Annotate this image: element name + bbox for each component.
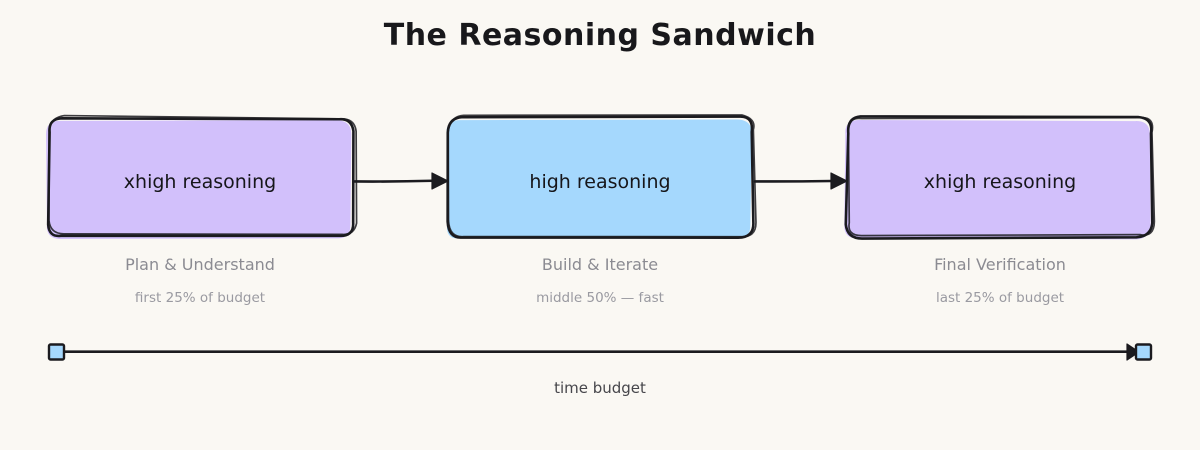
- node-label-plan: xhigh reasoning: [123, 171, 277, 193]
- node-outline-pass2-build: [447, 114, 757, 238]
- node-fill-build: [446, 119, 752, 239]
- caption-plan: Plan & Understand: [125, 255, 275, 274]
- timeline-start-handle-icon[interactable]: [47, 343, 66, 361]
- node-outline-pass2-verify: [847, 116, 1156, 237]
- caption-verify: Final Verification: [934, 255, 1066, 274]
- node-label-build: high reasoning: [529, 171, 671, 193]
- arrow-head-icon-build-to-verify: [830, 172, 848, 190]
- timeline-end-handle-icon[interactable]: [1134, 343, 1153, 361]
- timeline-label: time budget: [554, 379, 646, 397]
- node-outline-pass2-plan: [48, 114, 358, 236]
- connector-line-plan-to-build: [353, 179, 435, 183]
- caption-build: Build & Iterate: [541, 255, 659, 274]
- node-fill-verify: [844, 119, 1151, 240]
- node-label-verify: xhigh reasoning: [923, 171, 1077, 193]
- subcaption-verify: last 25% of budget: [935, 290, 1065, 306]
- subcaption-build: middle 50% — fast: [536, 290, 664, 306]
- subcaption-plan: first 25% of budget: [134, 290, 266, 306]
- timeline-arrow-head-icon: [1126, 343, 1140, 361]
- arrow-head-icon-plan-to-build: [431, 172, 449, 190]
- page-title: The Reasoning Sandwich: [383, 18, 817, 53]
- node-fill-plan: [46, 120, 352, 239]
